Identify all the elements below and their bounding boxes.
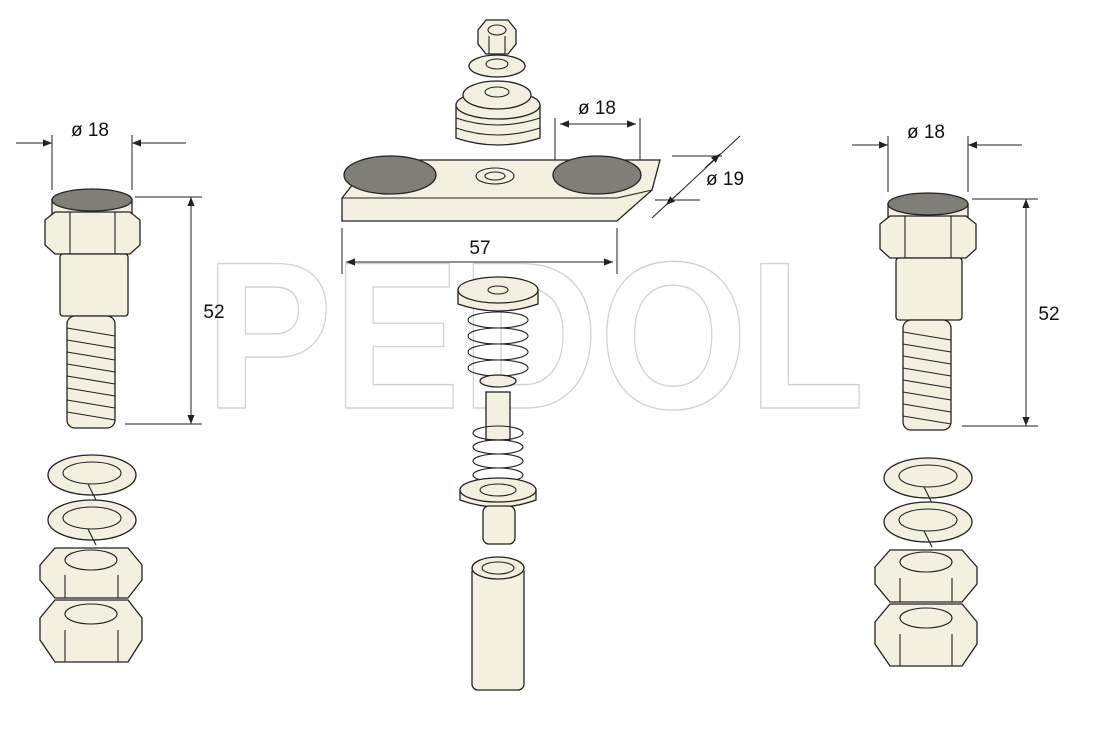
right-bolt-thread [902, 319, 952, 431]
right-bolt-shank [895, 257, 963, 321]
left-length-label: 52 [203, 302, 224, 323]
plate-diameter-label: ø 19 [706, 169, 744, 190]
center-assembly: ø 18 ø 19 57 [341, 19, 744, 691]
right-bolt-assembly: ø 18 52 [852, 122, 1060, 667]
center-stem [482, 505, 516, 545]
top-diameter-dimension: ø 18 [554, 98, 641, 160]
center-top-nut [477, 19, 517, 55]
left-hex-nut-1 [39, 547, 143, 599]
watermark-text: PEDOL [205, 218, 865, 453]
left-bolt-hex-collar [44, 211, 141, 255]
right-diameter-label: ø 18 [907, 122, 945, 143]
left-bolt-assembly: ø 18 52 [16, 120, 225, 663]
plate-pad-right [552, 155, 642, 195]
plate-pad-left [343, 155, 437, 195]
plate-width-label: 57 [469, 238, 490, 259]
center-top-washer [468, 54, 526, 78]
right-lock-washer-1 [883, 457, 973, 504]
center-sleeve [471, 556, 525, 691]
left-length-dimension: 52 [125, 196, 225, 425]
left-hex-nut-2 [39, 599, 143, 663]
right-hex-nut-2 [874, 603, 978, 667]
plate-width-dimension: 57 [341, 228, 618, 274]
right-diameter-dimension: ø 18 [852, 122, 1022, 192]
plate-diameter-dimension: ø 19 [651, 135, 744, 219]
top-diameter-label: ø 18 [578, 98, 616, 119]
center-mounting-plate [341, 155, 661, 222]
center-rod [485, 391, 511, 441]
center-rubber-bushing [455, 80, 541, 146]
left-diameter-label: ø 18 [71, 120, 109, 141]
right-bolt-hex-collar [879, 215, 977, 259]
center-upper-spring [467, 311, 529, 388]
center-lower-spring [472, 425, 524, 483]
center-lower-flange [459, 477, 537, 508]
right-length-dimension: 52 [962, 198, 1060, 427]
left-lock-washer-1 [47, 454, 137, 501]
right-hex-nut-1 [874, 549, 978, 603]
right-length-label: 52 [1038, 304, 1059, 325]
left-lock-washer-2 [47, 499, 137, 546]
left-bolt-shank [59, 253, 129, 317]
right-lock-washer-2 [883, 501, 973, 548]
center-spring-cap [457, 276, 539, 312]
left-diameter-dimension: ø 18 [16, 120, 186, 190]
left-bolt-thread [66, 315, 116, 429]
